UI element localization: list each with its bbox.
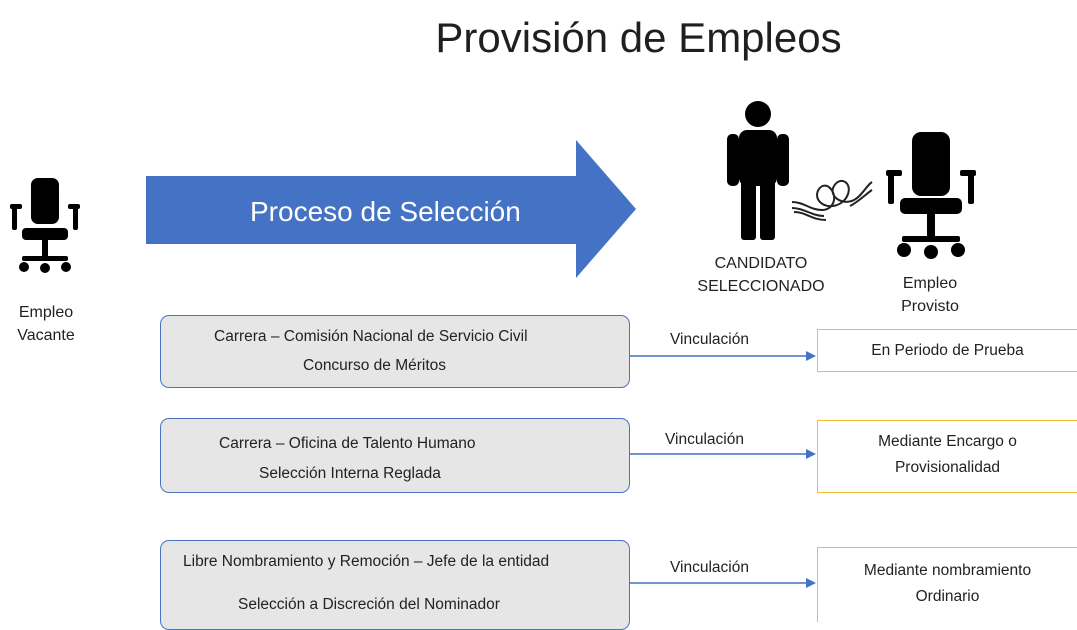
source-box-3-line2: Selección a Discreción del Nominador <box>238 596 500 613</box>
filled-caption-line1: Empleo <box>902 275 958 292</box>
process-arrow <box>146 140 636 278</box>
filled-caption: Empleo Provisto <box>880 272 980 318</box>
result-box-3-line1: Mediante nombramiento <box>863 562 1032 579</box>
source-box-3-line1: Libre Nombramiento y Remoción – Jefe de … <box>183 553 550 570</box>
source-box-1-line2: Concurso de Méritos <box>303 357 447 374</box>
candidate-caption-line2: SELECCIONADO <box>697 278 825 295</box>
result-box-1-line1: En Periodo de Prueba <box>871 342 1024 359</box>
knot-icon <box>791 179 873 221</box>
result-box-1: En Periodo de Prueba <box>817 329 1077 372</box>
vacant-caption-line1: Empleo <box>18 304 74 321</box>
source-box-2-line1: Carrera – Oficina de Talento Humano <box>219 435 476 452</box>
connector-arrow-3 <box>630 578 816 588</box>
source-box-2: Carrera – Oficina de Talento Humano Sele… <box>160 418 630 493</box>
link-label-3: Vinculación <box>670 559 749 576</box>
office-chair-icon <box>886 132 976 259</box>
office-chair-icon <box>10 178 80 273</box>
source-box-1-line1: Carrera – Comisión Nacional de Servicio … <box>214 328 528 345</box>
vacant-caption: Empleo Vacante <box>0 301 92 347</box>
source-box-1: Carrera – Comisión Nacional de Servicio … <box>160 315 630 388</box>
source-box-2-line2: Selección Interna Reglada <box>259 465 441 482</box>
candidate-caption-line1: CANDIDATO <box>714 255 808 272</box>
person-icon <box>727 101 789 240</box>
connector-arrow-2 <box>630 449 816 459</box>
source-box-3: Libre Nombramiento y Remoción – Jefe de … <box>160 540 630 630</box>
connector-arrow-1 <box>630 351 816 361</box>
result-box-3-line2: Ordinario <box>915 588 980 605</box>
result-box-2-line1: Mediante Encargo o <box>878 433 1017 450</box>
process-arrow-label: Proceso de Selección <box>250 196 521 227</box>
vacant-caption-line2: Vacante <box>17 327 75 344</box>
result-box-2: Mediante Encargo o Provisionalidad <box>817 420 1077 493</box>
result-box-3: Mediante nombramiento Ordinario <box>817 547 1077 622</box>
page-title: Provisión de Empleos <box>435 14 842 61</box>
result-box-2-line2: Provisionalidad <box>894 459 1001 476</box>
link-label-1: Vinculación <box>670 331 749 348</box>
candidate-caption: CANDIDATO SELECCIONADO <box>686 252 836 298</box>
filled-caption-line2: Provisto <box>901 298 959 315</box>
link-label-2: Vinculación <box>665 431 744 448</box>
